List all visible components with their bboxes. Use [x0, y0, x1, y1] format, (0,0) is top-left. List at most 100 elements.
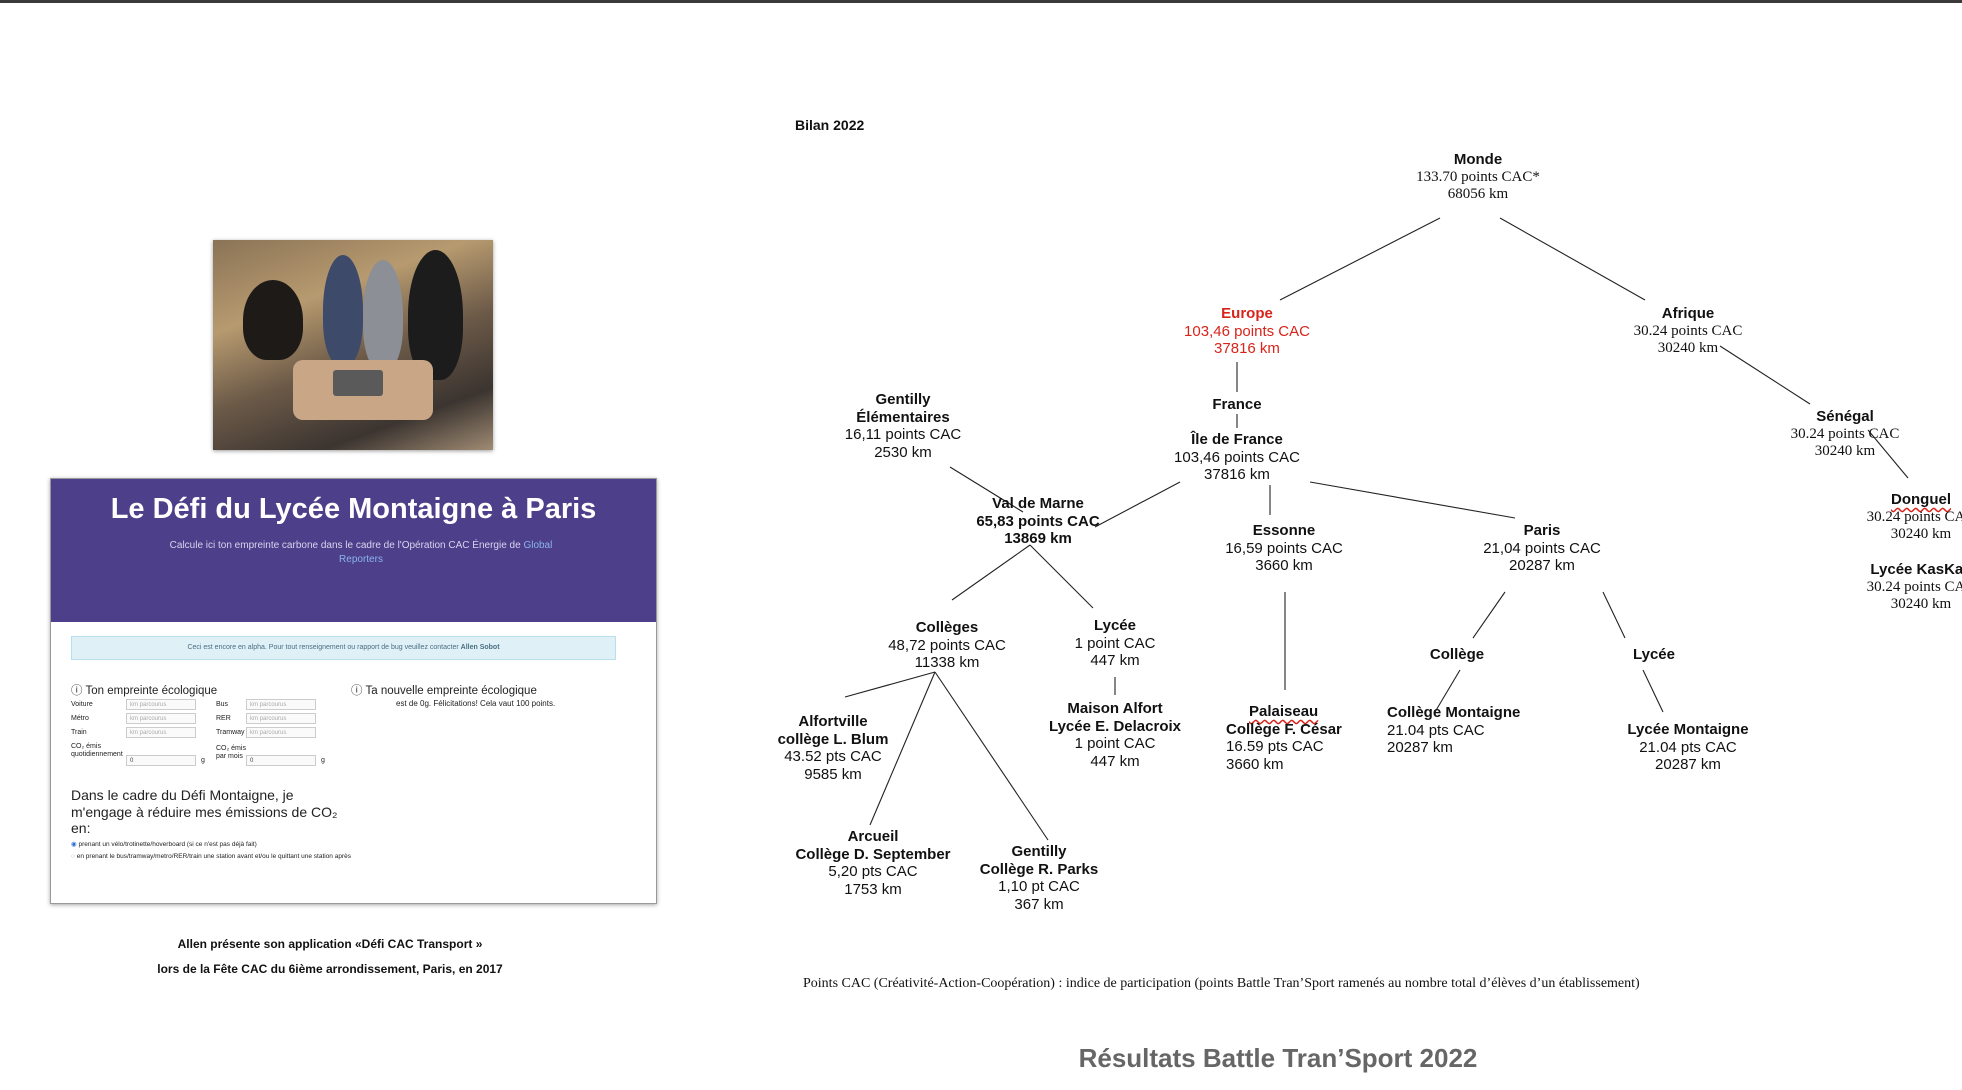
node-palaiseau-title1: Palaiseau [1249, 703, 1342, 721]
node-ile-de-france: Île de France 103,46 points CAC 37816 km [1174, 431, 1300, 484]
node-gentilly-elem-km: 2530 km [845, 444, 961, 462]
node-palaiseau-title2: Collège F. César [1226, 721, 1342, 739]
node-vdm-km: 13869 km [976, 530, 1099, 548]
node-alfortville-title1: Alfortville [778, 713, 889, 731]
node-gentilly-elementaires: Gentilly Élémentaires 16,11 points CAC 2… [845, 391, 961, 461]
edge-idf-valdemarne [1095, 482, 1180, 527]
node-lycee-paris: Lycée [1633, 646, 1675, 664]
node-maison-alfort-points: 1 point CAC [1049, 735, 1181, 753]
node-gentilly-elem-title2: Élémentaires [845, 409, 961, 427]
node-afrique-km: 30240 km [1634, 340, 1743, 358]
node-idf-km: 37816 km [1174, 466, 1300, 484]
node-idf-points: 103,46 points CAC [1174, 449, 1300, 467]
node-lycee-montaigne-km: 20287 km [1627, 756, 1748, 774]
node-lycee-vdm-km: 447 km [1075, 652, 1156, 670]
node-maison-alfort-title2: Lycée E. Delacroix [1049, 718, 1181, 736]
edge-valdemarne-lycee [1030, 545, 1093, 608]
node-lycee-vdm: Lycée 1 point CAC 447 km [1075, 617, 1156, 670]
node-donguel-points: 30.24 points CAC [1866, 509, 1962, 527]
node-maison-alfort-title1: Maison Alfort [1049, 700, 1181, 718]
node-alfortville: Alfortville collège L. Blum 43.52 pts CA… [778, 713, 889, 783]
node-essonne-title: Essonne [1225, 522, 1343, 540]
node-colleges-points: 48,72 points CAC [888, 637, 1006, 655]
node-gentilly-parks-km: 367 km [980, 896, 1098, 914]
node-france: France [1212, 396, 1261, 414]
node-essonne-km: 3660 km [1225, 557, 1343, 575]
node-college-paris-title: Collège [1430, 646, 1484, 664]
node-college-montaigne-title: Collège Montaigne [1387, 704, 1520, 722]
node-donguel-km: 30240 km [1866, 526, 1962, 544]
edge-idf-paris [1310, 482, 1515, 518]
node-donguel-title: Donguel [1866, 491, 1962, 509]
node-colleges-km: 11338 km [888, 654, 1006, 672]
node-europe-title: Europe [1184, 305, 1310, 323]
node-gentilly-parks-title2: Collège R. Parks [980, 861, 1098, 879]
node-lycee-kaskas: Lycée KasKas 30.24 points CAC 30240 km [1866, 561, 1962, 614]
node-gentilly-parks-title1: Gentilly [980, 843, 1098, 861]
node-paris-title: Paris [1483, 522, 1601, 540]
node-donguel: Donguel 30.24 points CAC 30240 km [1866, 491, 1962, 544]
node-lycee-montaigne: Lycée Montaigne 21.04 pts CAC 20287 km [1627, 721, 1748, 774]
node-arcueil-title1: Arcueil [795, 828, 950, 846]
node-vdm-points: 65,83 points CAC [976, 513, 1099, 531]
edge-paris-lycee [1603, 592, 1625, 638]
node-kaskas-km: 30240 km [1866, 596, 1962, 614]
node-afrique: Afrique 30.24 points CAC 30240 km [1634, 305, 1743, 358]
node-college-paris: Collège [1430, 646, 1484, 664]
node-vdm-title: Val de Marne [976, 495, 1099, 513]
node-senegal-km: 30240 km [1791, 443, 1900, 461]
node-gentilly-elem-points: 16,11 points CAC [845, 426, 961, 444]
node-arcueil: Arcueil Collège D. September 5,20 pts CA… [795, 828, 950, 898]
node-lycee-montaigne-points: 21.04 pts CAC [1627, 739, 1748, 757]
node-palaiseau-km: 3660 km [1226, 756, 1342, 774]
node-lycee-paris-title: Lycée [1633, 646, 1675, 664]
node-france-title: France [1212, 396, 1261, 414]
node-lycee-vdm-title: Lycée [1075, 617, 1156, 635]
node-val-de-marne: Val de Marne 65,83 points CAC 13869 km [976, 495, 1099, 548]
results-title: Résultats Battle Tran’Sport 2022 [1079, 1043, 1478, 1074]
edge-monde-europe [1280, 218, 1440, 300]
edge-colleges-gentilly [935, 672, 1048, 840]
node-maison-alfort: Maison Alfort Lycée E. Delacroix 1 point… [1049, 700, 1181, 770]
node-monde: Monde 133.70 points CAC* 68056 km [1416, 151, 1540, 204]
node-paris: Paris 21,04 points CAC 20287 km [1483, 522, 1601, 575]
edge-colleges-alfortville [845, 672, 935, 697]
edge-valdemarne-colleges [952, 545, 1030, 600]
node-arcueil-km: 1753 km [795, 881, 950, 899]
node-monde-points: 133.70 points CAC* [1416, 169, 1540, 187]
node-monde-title: Monde [1416, 151, 1540, 169]
node-college-montaigne-points: 21.04 pts CAC [1387, 722, 1520, 740]
node-afrique-points: 30.24 points CAC [1634, 323, 1743, 341]
node-senegal-points: 30.24 points CAC [1791, 426, 1900, 444]
node-lycee-vdm-points: 1 point CAC [1075, 635, 1156, 653]
edge-monde-afrique [1500, 218, 1645, 300]
node-alfortville-km: 9585 km [778, 766, 889, 784]
node-colleges-title: Collèges [888, 619, 1006, 637]
node-palaiseau-points: 16.59 pts CAC [1226, 738, 1342, 756]
node-paris-points: 21,04 points CAC [1483, 540, 1601, 558]
edge-paris-college [1473, 592, 1505, 638]
node-college-montaigne-km: 20287 km [1387, 739, 1520, 757]
node-essonne-points: 16,59 points CAC [1225, 540, 1343, 558]
node-idf-title: Île de France [1174, 431, 1300, 449]
footnote: Points CAC (Créativité-Action-Coopératio… [803, 976, 1640, 992]
node-essonne: Essonne 16,59 points CAC 3660 km [1225, 522, 1343, 575]
node-colleges: Collèges 48,72 points CAC 11338 km [888, 619, 1006, 672]
node-monde-km: 68056 km [1416, 186, 1540, 204]
node-senegal-title: Sénégal [1791, 408, 1900, 426]
node-europe-points: 103,46 points CAC [1184, 323, 1310, 341]
node-palaiseau: Palaiseau Collège F. César 16.59 pts CAC… [1226, 703, 1342, 773]
node-kaskas-title: Lycée KasKas [1866, 561, 1962, 579]
edge-lycee-montaigne [1643, 670, 1663, 712]
node-europe: Europe 103,46 points CAC 37816 km [1184, 305, 1310, 358]
node-alfortville-title2: collège L. Blum [778, 731, 889, 749]
node-senegal: Sénégal 30.24 points CAC 30240 km [1791, 408, 1900, 461]
node-maison-alfort-km: 447 km [1049, 753, 1181, 771]
node-gentilly-elem-title1: Gentilly [845, 391, 961, 409]
bilan-label: Bilan 2022 [795, 117, 864, 133]
node-kaskas-points: 30.24 points CAC [1866, 579, 1962, 597]
node-gentilly-parks-points: 1,10 pt CAC [980, 878, 1098, 896]
node-alfortville-points: 43.52 pts CAC [778, 748, 889, 766]
node-arcueil-points: 5,20 pts CAC [795, 863, 950, 881]
node-gentilly-parks: Gentilly Collège R. Parks 1,10 pt CAC 36… [980, 843, 1098, 913]
